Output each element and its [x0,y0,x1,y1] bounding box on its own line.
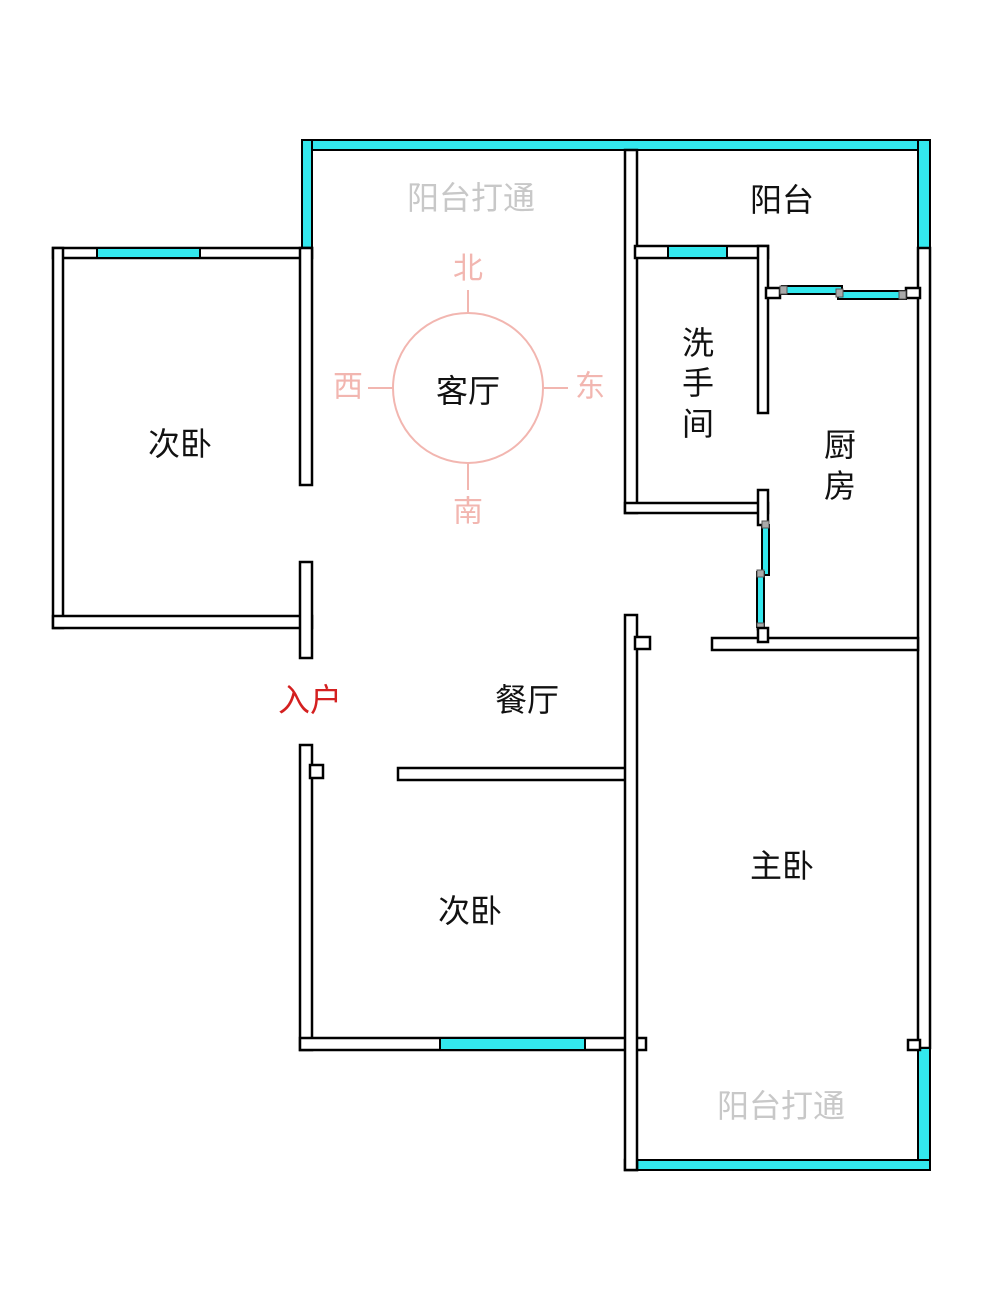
west-bedroom-right-wall-upper [298,246,314,487]
kitchen-bottom-wall [710,636,920,652]
label-kitchen-1: 厨 [824,426,856,464]
kitchen-sliding-window-a [781,285,843,295]
label-balcony: 阳台 [750,181,814,219]
central-stub [633,635,652,651]
balcony-east-window-wall [917,139,931,249]
central-vertical-wall [623,613,639,1172]
kitchen-sliding-door-b [756,571,765,628]
label-bedroom-west: 次卧 [148,425,212,463]
window-frame [898,290,907,300]
west-bedroom-left-wall [51,246,65,630]
label-bedroom-south: 次卧 [438,892,502,930]
west-bedroom-right-wall-lower [298,560,314,660]
label-bathroom-3: 间 [682,405,714,443]
label-balcony-open-bottom: 阳台打通 [717,1087,845,1125]
room-labels: 阳台打通 阳台 客厅 次卧 洗 手 间 厨 房 入户 餐厅 次卧 主卧 阳台打通 [148,179,856,1125]
walls [51,139,932,1172]
east-outer-wall [916,246,932,1050]
bathroom-right-wall [756,244,770,415]
label-bathroom-2: 手 [682,364,714,402]
entrance-wall-lower [298,743,314,1052]
label-living-room: 客厅 [436,372,500,410]
window-frame [779,285,788,295]
label-balcony-open-top: 阳台打通 [407,179,535,217]
label-dining-room: 餐厅 [495,681,559,719]
south-bedroom-window [439,1037,586,1051]
label-entrance: 入户 [278,681,342,719]
kitchen-door-stub [756,626,770,644]
kitchen-sliding-door-a [761,524,770,576]
label-bathroom-1: 洗 [682,324,714,362]
bathroom-window [667,245,728,259]
compass-west: 西 [333,370,363,405]
compass-north: 北 [453,252,483,287]
south-bedroom-top-wall [396,766,635,782]
window-frame [761,520,770,529]
compass: 北 南 西 东 [333,252,605,530]
window-frame [835,288,844,298]
master-balcony-east-window [917,1047,931,1171]
west-bedroom-bottom-wall [51,614,314,630]
balcony-west-wall [623,148,639,515]
entrance-stub [308,763,325,780]
label-kitchen-2: 房 [824,467,856,505]
bottom-window-wall [636,1159,931,1171]
bathroom-stub [764,286,782,300]
window-frame [756,569,765,578]
top-window-wall [301,139,931,151]
kitchen-west-stub [756,488,770,527]
compass-south: 南 [453,495,483,530]
compass-east: 东 [575,370,605,405]
living-west-window-wall [301,139,313,249]
west-bedroom-window [96,247,201,259]
label-master-bedroom: 主卧 [750,847,814,885]
master-stub [906,1038,922,1052]
balcony-kitchen-stub [904,286,922,300]
bathroom-bottom-wall [623,501,770,515]
kitchen-sliding-window-b [837,290,907,300]
